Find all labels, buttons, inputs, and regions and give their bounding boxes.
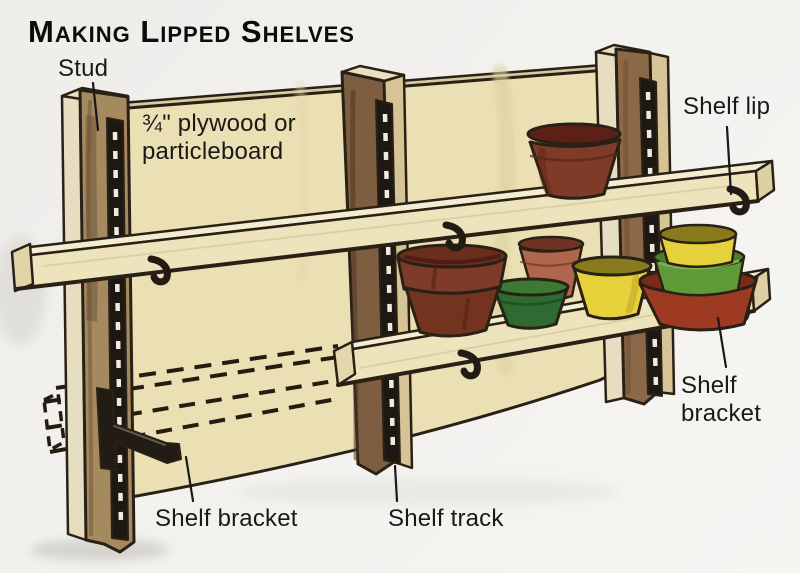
label-shelf-lip: Shelf lip xyxy=(683,93,771,120)
bracket-hook-upper-middle xyxy=(442,221,466,252)
clay-pot-upper xyxy=(526,122,622,200)
diagram-title: Making Lipped Shelves xyxy=(28,14,355,49)
leader-lines xyxy=(91,81,733,503)
stud-right xyxy=(594,43,676,406)
bracket-hook-upper-left xyxy=(147,255,171,286)
green-pot xyxy=(492,277,570,330)
flower-pots-lower xyxy=(396,223,759,338)
bracket-hook-upper-right xyxy=(726,185,750,216)
stud-left xyxy=(60,86,136,554)
leader-stud xyxy=(91,81,100,132)
label-shelf-bracket-right: Shelf bracket xyxy=(681,372,762,428)
label-shelf-bracket-bottom: Shelf bracket xyxy=(155,505,298,532)
label-shelf-track: Shelf track xyxy=(388,505,504,532)
stacked-bowls xyxy=(638,223,759,332)
label-plywood: ¾" plywood or particleboard xyxy=(142,110,296,166)
shelf-bracket-left xyxy=(96,387,182,471)
leader-shelf-lip xyxy=(725,125,733,196)
leader-shelf-bracket-bottom xyxy=(184,455,195,503)
label-stud: Stud xyxy=(58,55,109,82)
leader-shelf-track xyxy=(393,464,399,503)
leader-shelf-bracket-right xyxy=(716,316,728,369)
bracket-hook-lower-middle xyxy=(457,349,481,380)
yellow-pot xyxy=(571,255,653,321)
phantom-shelf-outline xyxy=(42,344,343,454)
